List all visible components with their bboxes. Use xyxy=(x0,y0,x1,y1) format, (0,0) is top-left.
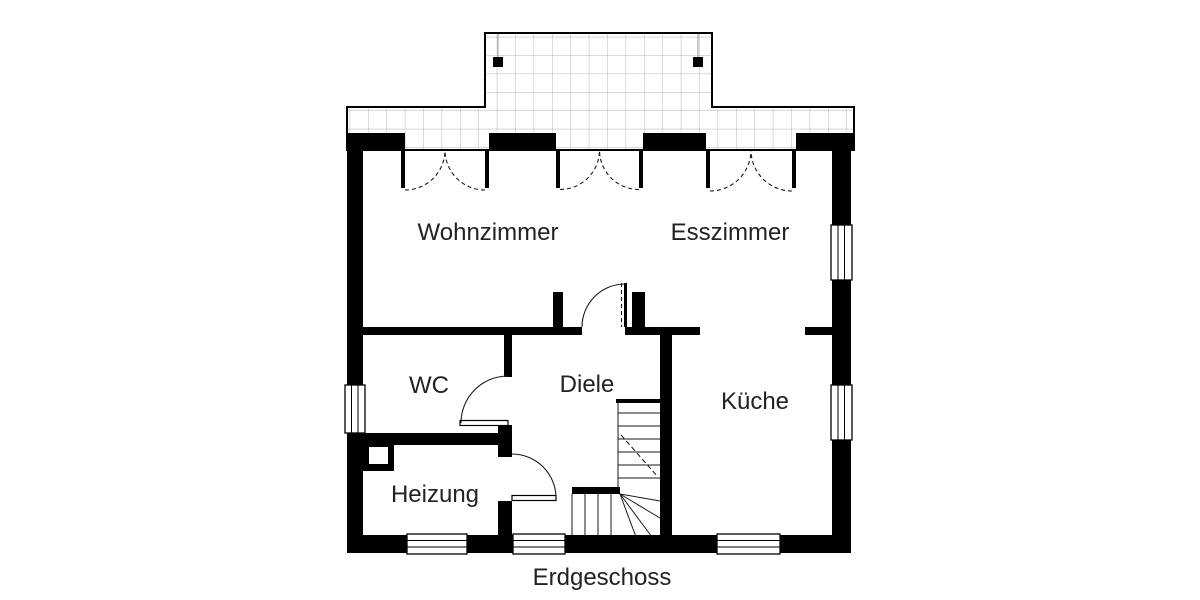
window xyxy=(830,384,853,441)
staircase xyxy=(571,399,661,538)
door-stub xyxy=(553,292,563,327)
room-label-heizung: Heizung xyxy=(390,481,480,508)
interior-doors xyxy=(459,283,627,502)
window xyxy=(512,533,566,555)
room-label-wohnzimmer: Wohnzimmer xyxy=(417,219,559,246)
window xyxy=(406,533,468,555)
chimney xyxy=(363,441,394,471)
door-swing-arc xyxy=(581,283,626,328)
door-jamb xyxy=(706,150,710,188)
window xyxy=(830,224,853,281)
door-leaf xyxy=(511,494,557,502)
windows xyxy=(344,224,853,555)
door-jamb xyxy=(401,150,405,188)
terrace xyxy=(346,32,855,151)
window xyxy=(344,384,366,434)
door-leaf xyxy=(459,419,509,427)
door-jamb xyxy=(485,150,489,188)
french-door-swings xyxy=(404,149,793,192)
stair-rail-wall xyxy=(572,487,620,494)
door-swing-arc xyxy=(559,149,601,191)
door-swing-arc xyxy=(460,375,509,424)
room-label-wc: WC xyxy=(409,372,449,399)
stair-cut-line xyxy=(620,434,659,478)
door-stub xyxy=(632,292,645,327)
window xyxy=(716,533,781,555)
exterior-walls xyxy=(347,133,854,553)
room-label-kueche: Küche xyxy=(720,388,790,415)
room-label-esszimmer: Esszimmer xyxy=(670,219,790,246)
door-jamb xyxy=(792,150,796,188)
terrace-post xyxy=(693,57,703,67)
room-label-diele: Diele xyxy=(559,371,615,398)
door-jamb xyxy=(556,150,560,188)
door-swing-arc xyxy=(709,149,752,192)
door-swing-arc xyxy=(444,149,486,191)
door-swing-arc xyxy=(598,149,640,191)
terrace-post xyxy=(493,57,503,67)
door-swing-arc xyxy=(750,149,793,192)
door-swing-arc xyxy=(511,453,557,499)
stair-top-edge xyxy=(616,399,660,403)
door-swing-arc xyxy=(404,149,446,191)
interior-walls xyxy=(363,292,832,537)
terrace-outline xyxy=(346,32,855,151)
door-jamb xyxy=(639,150,643,188)
plan-title: Erdgeschoss xyxy=(532,564,672,591)
